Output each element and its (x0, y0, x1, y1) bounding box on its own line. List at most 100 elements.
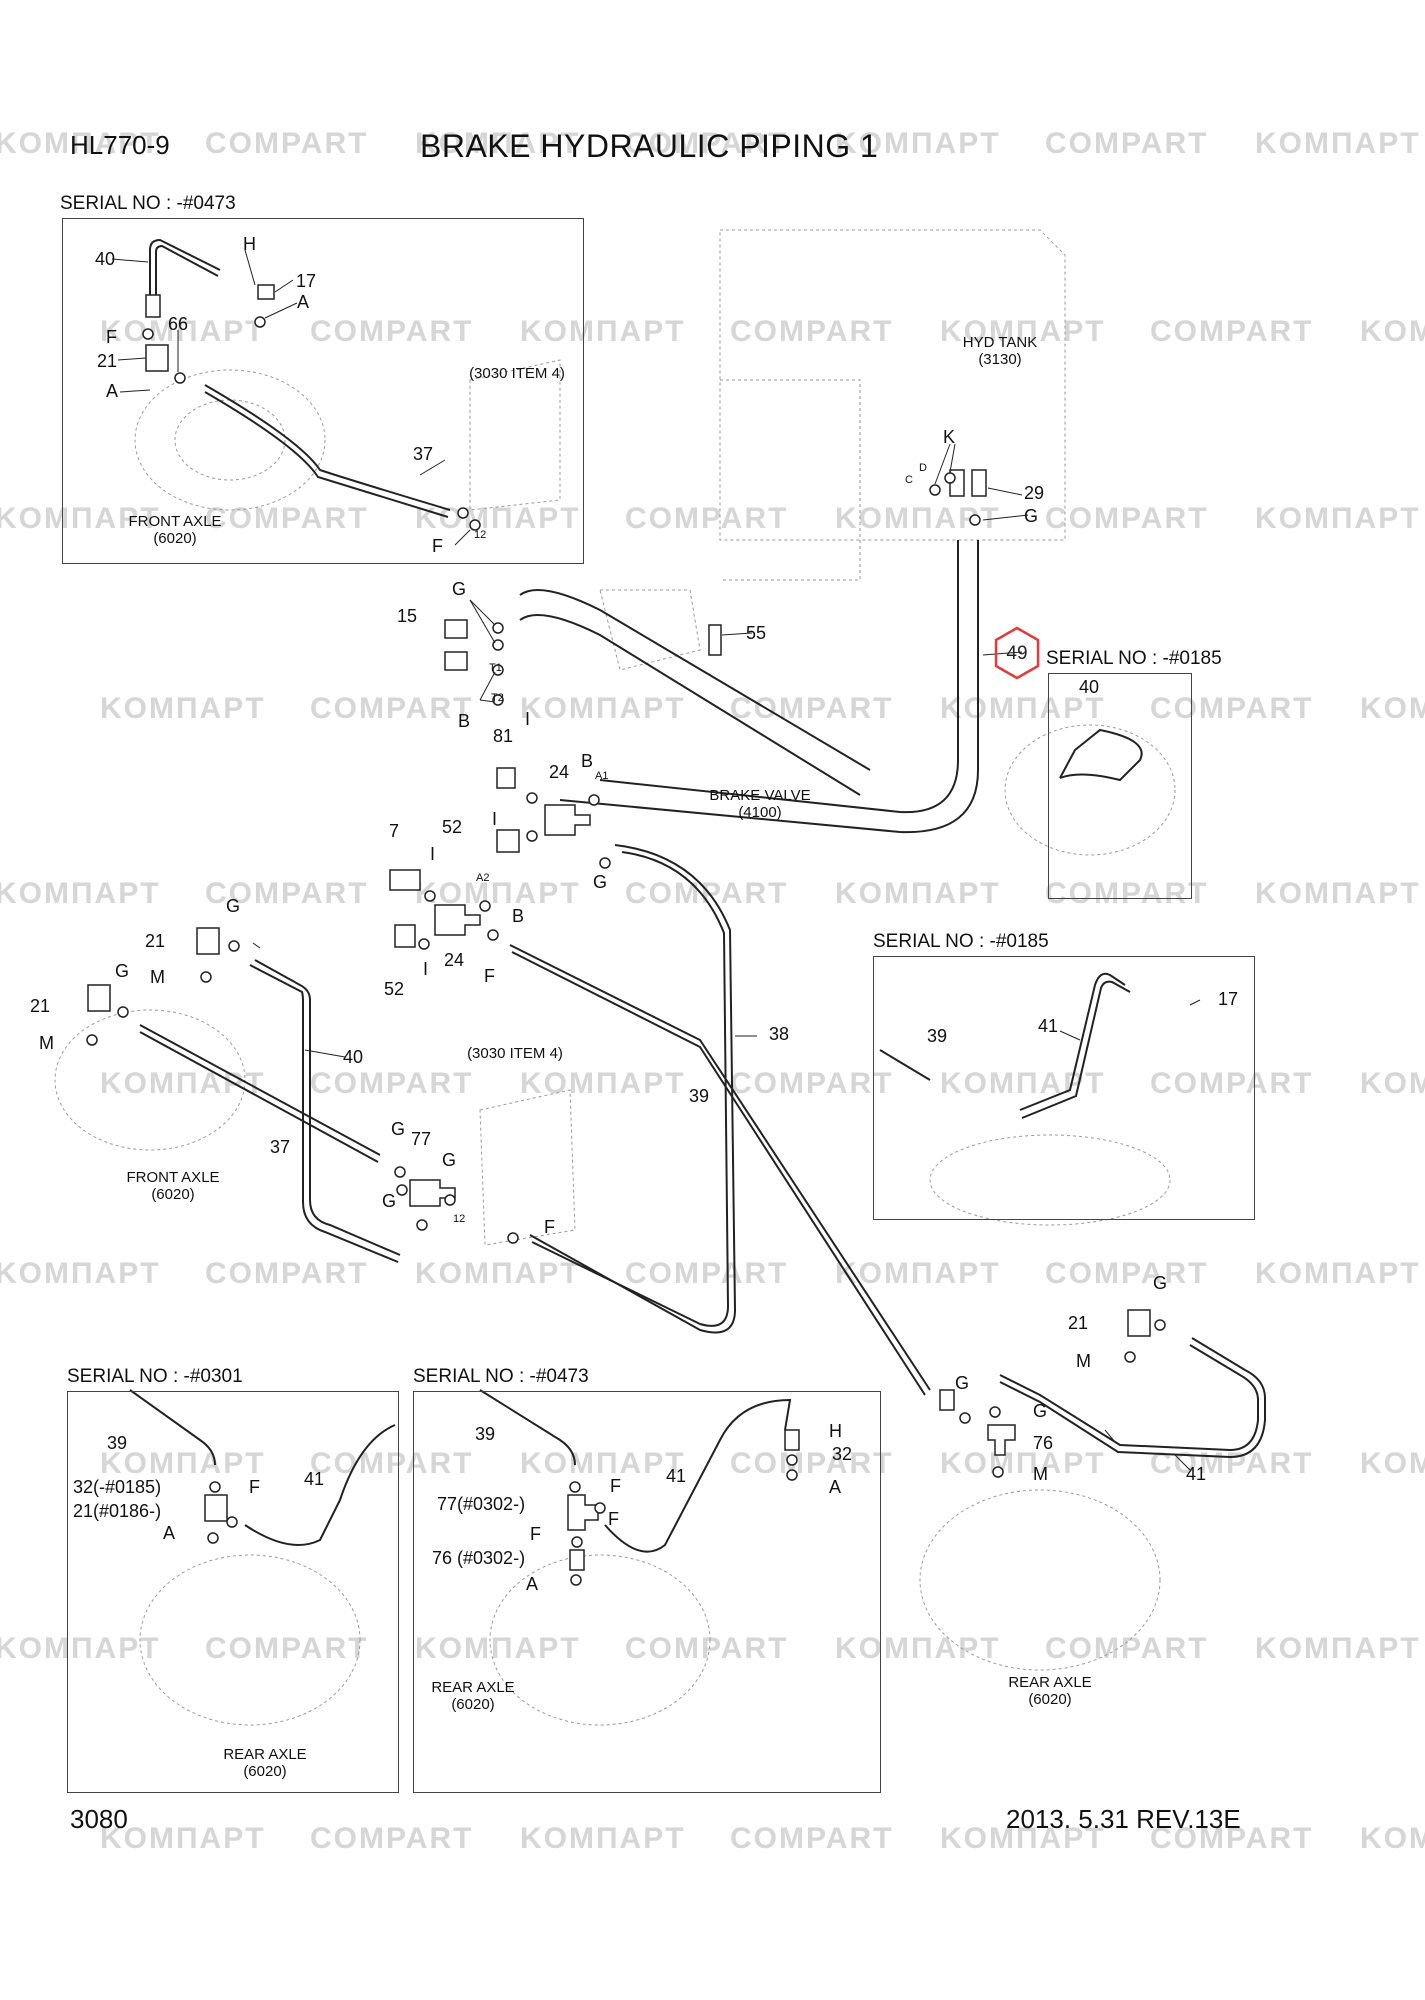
callout-box1: H (243, 234, 256, 254)
fitting-21-box4 (204, 1494, 228, 1522)
watermark-text: COMPART (1150, 1447, 1314, 1480)
caption-rear-axle-1: REAR AXLE(6020) (200, 1746, 330, 1780)
callout-rear-right: 21 (1068, 1313, 1089, 1333)
serial-box-bottom-left (67, 1391, 399, 1793)
callout-box5: 39 (475, 1424, 496, 1444)
callout-box3: 17 (1218, 989, 1239, 1009)
callout-box5: A (526, 1574, 539, 1594)
highlighted-part-marker[interactable]: 49 (994, 626, 1040, 680)
fitting-76-box5 (569, 1549, 585, 1571)
hose-41-box4 (244, 1424, 396, 1546)
callout-left-mid: G (442, 1150, 457, 1170)
callout-tank: 29 (1024, 483, 1045, 503)
fitting-52-a (496, 829, 520, 853)
callout-rear-right: M (1033, 1464, 1048, 1484)
watermark-text: KOMПAPT (1255, 1257, 1421, 1290)
watermark-text: COMPART (205, 877, 369, 910)
callout-tank: K (943, 427, 956, 447)
callout-box1: 12 (474, 529, 487, 541)
caption-rear-axle-2: REAR AXLE(6020) (408, 1679, 538, 1713)
callout-left-mid: 40 (343, 1047, 364, 1067)
watermark-text: COMPART (1045, 127, 1209, 160)
callout-rear-right: 76 (1033, 1433, 1054, 1453)
brake-valve-outline (599, 589, 701, 671)
callout-box4: 32(-#0185) (73, 1477, 162, 1497)
caption-text: REAR AXLE (223, 1746, 307, 1763)
watermark-text: KOMПAPT (520, 1447, 686, 1480)
callout-valve: B (458, 711, 471, 731)
watermark-text: KOMПAPT (0, 502, 161, 535)
callout-box5: H (829, 1421, 842, 1441)
callout-rear-right: G (1033, 1401, 1048, 1421)
hose-40-box2 (1059, 728, 1143, 782)
callout-left-mid: 37 (270, 1137, 291, 1157)
callout-valve: 24 (549, 762, 570, 782)
callout-box4: F (249, 1477, 260, 1497)
callout-valve: 15 (397, 606, 418, 626)
axle-sketch-3 (929, 1134, 1171, 1226)
callout-box1: 17 (296, 271, 317, 291)
hose-40-box1 (149, 238, 221, 300)
hose-39-box3 (879, 1049, 931, 1081)
watermark-text: KOMПAPT (835, 877, 1001, 910)
fitting-21-left-a (196, 927, 220, 955)
callout-valve: B (581, 751, 594, 771)
watermark-text: KOMПAPT (100, 1822, 266, 1855)
watermark-text: KOMПAPT (835, 127, 1001, 160)
watermark-text: COMPART (730, 315, 894, 348)
axle-sketch-box2 (1004, 724, 1176, 856)
hose-40-left (254, 959, 401, 1256)
fitting-55 (708, 624, 722, 656)
watermark-text: COMPART (205, 1257, 369, 1290)
fitting-21-left-b (87, 984, 111, 1012)
caption-text: REAR AXLE (431, 1679, 515, 1696)
page-title: BRAKE HYDRAULIC PIPING 1 (420, 128, 879, 164)
leader-lines (111, 249, 1201, 1471)
callout-valve: I (492, 809, 498, 829)
callout-left-mid: F (544, 1217, 555, 1237)
callout-box1: 21 (97, 351, 118, 371)
watermark-text: KOMПAPT (520, 315, 686, 348)
watermark-text: COMPART (1150, 1067, 1314, 1100)
hose-41-box3 (1019, 972, 1126, 1111)
hose-41-box5 (604, 1398, 792, 1553)
serial-label-right-top: SERIAL NO : -#0185 (1046, 648, 1222, 669)
watermark-text: COMPART (1045, 1632, 1209, 1665)
callout-valve: T2 (491, 692, 504, 704)
serial-label-bottom-mid: SERIAL NO : -#0473 (413, 1366, 589, 1387)
watermark-text: COMPART (730, 1447, 894, 1480)
caption-front-axle-2: FRONT AXLE(6020) (108, 1169, 238, 1203)
model-number: HL770-9 (70, 130, 170, 160)
watermark-text: COMPART (205, 502, 369, 535)
callout-valve: 52 (384, 979, 405, 999)
callout-left-mid: 21 (145, 931, 166, 951)
callout-box1: 66 (168, 314, 189, 334)
callout-tank: D (919, 462, 927, 474)
fitting-32-box5 (784, 1429, 800, 1451)
watermark-text: COMPART (1045, 877, 1209, 910)
caption-3030-b: (3030 ITEM 4) (467, 1045, 563, 1062)
revision-date: 2013. 5.31 REV.13E (1006, 1804, 1241, 1834)
caption-code: (3130) (978, 351, 1022, 368)
hoses (129, 238, 1266, 1553)
callout-box1: A (297, 292, 310, 312)
callout-box5: F (608, 1509, 619, 1529)
callout-box1: F (106, 327, 117, 347)
hose-37-box1 (204, 384, 451, 511)
caption-text: BRAKE VALVE (709, 787, 811, 804)
watermark-text: KOMПAPT (0, 877, 161, 910)
callout-left-mid: 12 (453, 1213, 466, 1225)
watermark-text: KOMПAPT (1360, 1447, 1425, 1480)
hose-valve-a (519, 589, 871, 771)
callout-box5: 32 (832, 1444, 853, 1464)
watermark-text: KOMПAPT (940, 1822, 1106, 1855)
callout-box1: F (432, 536, 443, 556)
callout-rear-right: G (955, 1373, 970, 1393)
watermark-text: COMPART (1150, 1822, 1314, 1855)
fittings (86, 284, 1166, 1586)
hyd-tank-lower (720, 379, 861, 581)
callout-left-mid: 38 (769, 1024, 790, 1044)
callout-box4: A (163, 1523, 176, 1543)
